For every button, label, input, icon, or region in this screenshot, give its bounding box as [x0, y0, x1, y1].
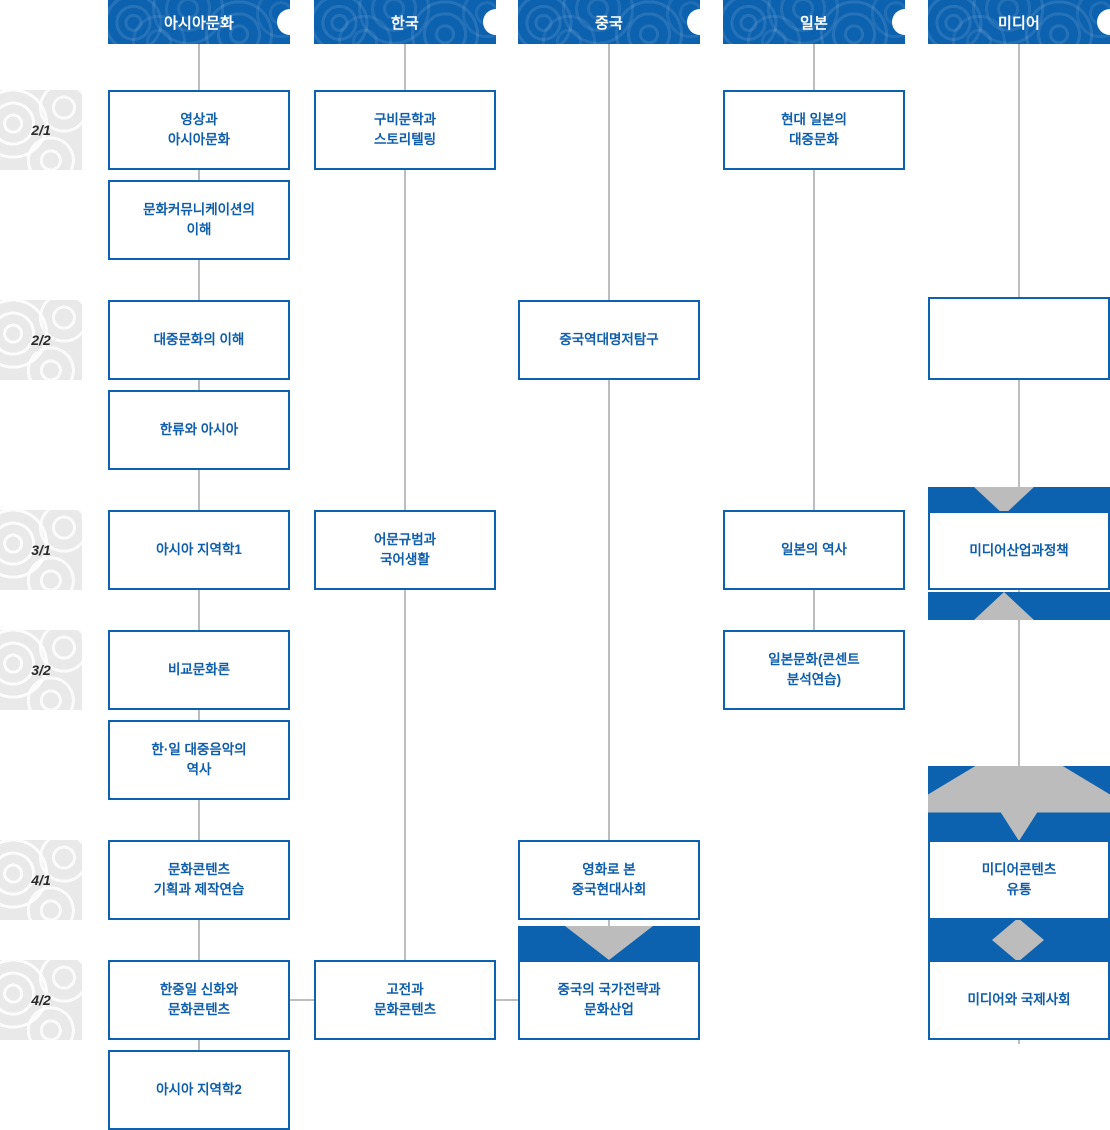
tab-notch-icon [687, 9, 700, 35]
column-header-asia[interactable]: 아시아문화 [108, 0, 290, 44]
course-label: 문화커뮤니케이션의 이해 [143, 202, 255, 237]
course-box[interactable]: 아시아 지역학2 [108, 1050, 290, 1130]
column-header-japan[interactable]: 일본 [723, 0, 905, 44]
course-label: 한·일 대중음악의 역사 [151, 742, 247, 777]
course-box[interactable]: 한류와 아시아 [108, 390, 290, 470]
course-box[interactable]: 비교문화론 [108, 630, 290, 710]
course-box[interactable]: 중국의 국가전략과 문화산업 [518, 960, 700, 1040]
semester-label: 3/1 [31, 542, 51, 558]
semester-chip-4-2: 4/2 [0, 960, 82, 1040]
semester-label: 4/1 [31, 872, 51, 888]
course-box[interactable]: 현대 일본의 대중문화 [723, 90, 905, 170]
course-label: 아시아 지역학1 [156, 542, 242, 558]
course-box[interactable]: 고전과 문화콘텐츠 [314, 960, 496, 1040]
course-label: 고전과 문화콘텐츠 [373, 982, 437, 1017]
connector-line-korea [404, 44, 406, 960]
connector-line-china [608, 44, 610, 940]
course-label: 미디어와 국제사회 [967, 992, 1071, 1008]
chevron-up-icon [974, 592, 1034, 620]
column-header-label: 한국 [390, 14, 419, 32]
tab-notch-icon [277, 9, 290, 35]
course-box[interactable]: 영상과 아시아문화 [108, 90, 290, 170]
column-header-label: 미디어 [997, 14, 1040, 32]
course-box[interactable]: 아시아 지역학1 [108, 510, 290, 590]
column-header-korea[interactable]: 한국 [314, 0, 496, 44]
course-box[interactable]: 문화커뮤니케이션의 이해 [108, 180, 290, 260]
semester-label: 2/2 [31, 332, 51, 348]
tab-notch-icon [892, 9, 905, 35]
course-box[interactable]: 한중일 신화와 문화콘텐츠 [108, 960, 290, 1040]
course-label: 현대 일본의 대중문화 [781, 112, 847, 147]
course-label: 문화콘텐츠 기획과 제작연습 [153, 862, 245, 897]
course-box[interactable]: 일본의 역사 [723, 510, 905, 590]
course-box[interactable]: 미디어와 국제사회 [928, 960, 1110, 1040]
course-box[interactable]: 대중문화의 이해 [108, 300, 290, 380]
course-label: 구비문학과 스토리텔링 [373, 112, 437, 147]
chevron-down-icon [974, 487, 1034, 515]
course-box[interactable]: 문화콘텐츠 기획과 제작연습 [108, 840, 290, 920]
course-label: 영화로 본 중국현대사회 [571, 862, 647, 897]
course-label: 일본의 역사 [781, 542, 847, 558]
semester-label: 4/2 [31, 992, 51, 1008]
course-box[interactable]: 어문규범과 국어생활 [314, 510, 496, 590]
course-label: 미디어콘텐츠 유통 [981, 862, 1057, 897]
semester-label: 3/2 [31, 662, 51, 678]
chevron-down-icon [565, 926, 653, 960]
tab-notch-icon [1097, 9, 1110, 35]
course-label: 대중문화의 이해 [153, 332, 245, 348]
column-header-label: 중국 [594, 14, 623, 32]
course-label: 미디어산업과정책 [969, 542, 1069, 558]
course-label: 어문규범과 국어생활 [373, 532, 437, 567]
column-header-china[interactable]: 중국 [518, 0, 700, 44]
course-label: 한중일 신화와 문화콘텐츠 [159, 982, 239, 1017]
semester-chip-2-2: 2/2 [0, 300, 82, 380]
course-label: 한류와 아시아 [159, 422, 239, 438]
course-box[interactable]: 한·일 대중음악의 역사 [108, 720, 290, 800]
connector-line-japan [813, 44, 815, 710]
course-label: 중국역대명저탐구 [559, 332, 659, 348]
chevron-down-icon [992, 940, 1044, 962]
course-label: 일본문화(콘센트 분석연습) [768, 652, 860, 687]
column-header-label: 아시아문화 [163, 14, 234, 32]
course-box[interactable]: 미디어콘텐츠 유통 [928, 840, 1110, 920]
course-box[interactable]: 영화로 본 중국현대사회 [518, 840, 700, 920]
tab-notch-icon [483, 9, 496, 35]
semester-label: 2/1 [31, 122, 51, 138]
semester-chip-3-1: 3/1 [0, 510, 82, 590]
column-header-label: 일본 [799, 14, 828, 32]
column-header-media[interactable]: 미디어 [928, 0, 1110, 44]
course-label: 영상과 아시아문화 [167, 112, 231, 147]
course-label: 중국의 국가전략과 문화산업 [557, 982, 661, 1017]
course-box[interactable]: 일본문화(콘센트 분석연습) [723, 630, 905, 710]
course-label: 비교문화론 [167, 662, 231, 678]
chevron-up-icon [992, 918, 1044, 940]
connector-line-korea-to-china [493, 999, 521, 1001]
course-box-empty[interactable] [928, 297, 1110, 380]
course-box[interactable]: 구비문학과 스토리텔링 [314, 90, 496, 170]
course-box[interactable]: 미디어산업과정책 [928, 511, 1110, 590]
semester-chip-2-1: 2/1 [0, 90, 82, 170]
course-box[interactable]: 중국역대명저탐구 [518, 300, 700, 380]
course-label: 아시아 지역학2 [156, 1082, 242, 1098]
semester-chip-4-1: 4/1 [0, 840, 82, 920]
semester-chip-3-2: 3/2 [0, 630, 82, 710]
connector-line-asia-to-korea [288, 999, 316, 1001]
